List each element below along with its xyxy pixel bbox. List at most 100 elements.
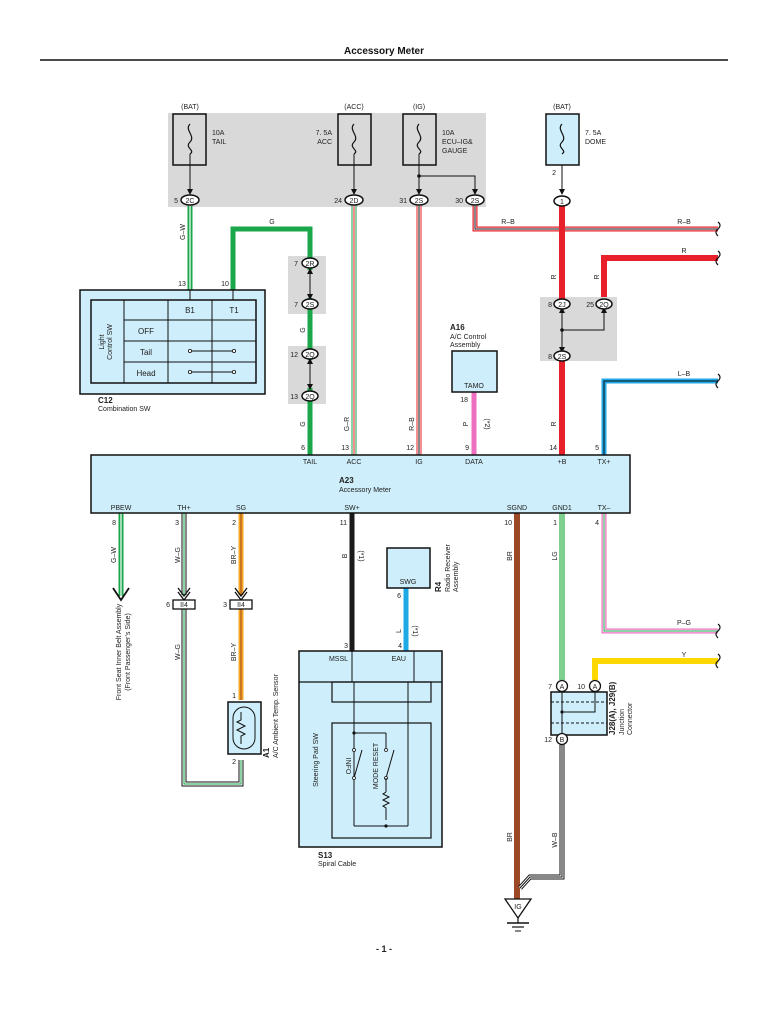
terminal-pin: 11 (340, 520, 347, 527)
svg-text:13: 13 (178, 281, 186, 288)
svg-text:Light: Light (99, 334, 106, 349)
wire-labels: G–W G G G G–R R–B R–B R–B R R R R P (*2)… (111, 219, 691, 848)
svg-text:2S: 2S (558, 354, 567, 361)
fuse-acc: (ACC) 7. 5A ACC (316, 104, 372, 195)
ground-ig: IG (503, 898, 533, 932)
svg-text:5: 5 (174, 198, 178, 205)
terminal-pin: 1 (553, 520, 557, 527)
svg-text:A: A (560, 684, 565, 691)
column-t1: T1 (229, 306, 239, 315)
column-b1: B1 (185, 306, 195, 315)
terminal-label: TX– (598, 505, 611, 512)
junction-left: 7 2R 7 2S 12 2Q 13 2Q (290, 257, 319, 402)
svg-text:R: R (551, 274, 558, 279)
combination-switch: 13 10 B1 T1 OFF Tail Head Light Control … (79, 281, 266, 413)
svg-text:W–G: W–G (175, 644, 182, 660)
svg-text:L: L (396, 629, 403, 633)
svg-text:A/C Ambient Temp. Sensor: A/C Ambient Temp. Sensor (273, 673, 280, 758)
page-title: Accessory Meter (344, 46, 424, 57)
svg-text:10: 10 (221, 281, 229, 288)
wire-r-b-horizontal (472, 206, 718, 232)
svg-text:2: 2 (232, 759, 236, 766)
svg-text:2J: 2J (558, 302, 565, 309)
svg-text:Junction: Junction (619, 709, 626, 735)
svg-text:7: 7 (294, 302, 298, 309)
svg-text:R: R (594, 274, 601, 279)
component-name: Accessory Meter (339, 487, 392, 494)
terminal-label: DATA (465, 459, 483, 466)
component-name: Combination SW (98, 406, 151, 413)
svg-text:R–B: R–B (677, 219, 691, 226)
svg-text:IG: IG (514, 904, 521, 911)
terminal-label: SG (236, 505, 246, 512)
svg-text:2S: 2S (471, 198, 480, 205)
fuse-icon (351, 123, 357, 155)
svg-text:B: B (342, 553, 349, 558)
junction-connector: 7 A 10 A 12 B J28(A), J29(B) Junction Co… (544, 679, 634, 746)
svg-text:J28(A), J29(B): J28(A), J29(B) (608, 681, 617, 735)
svg-text:Spiral Cable: Spiral Cable (318, 861, 356, 868)
svg-text:12: 12 (290, 352, 298, 359)
wire-w-g (181, 513, 244, 787)
wire-r-right (601, 255, 718, 298)
ambient-temp-sensor: 1 2 A1 A/C Ambient Temp. Sensor (227, 673, 280, 766)
fuse-rating: 10A (442, 130, 455, 137)
fuse-source: (ACC) (344, 104, 363, 111)
fuse-rating: 7. 5A (585, 130, 602, 137)
svg-text:10: 10 (577, 684, 585, 691)
wire-g-w-bottom (112, 513, 130, 602)
svg-text:R–B: R–B (409, 417, 416, 431)
component-code: A23 (339, 476, 354, 485)
svg-text:2Q: 2Q (599, 302, 609, 309)
svg-text:BR: BR (507, 832, 514, 842)
svg-text:4: 4 (398, 643, 402, 650)
terminal-pin: 5 (595, 445, 599, 452)
svg-text:P–G: P–G (677, 620, 691, 627)
svg-text:W–G: W–G (175, 547, 182, 563)
thermistor-icon (235, 712, 247, 744)
svg-text:Front Seat Inner Belt Assembly: Front Seat Inner Belt Assembly (116, 603, 123, 700)
terminal-label: IG (415, 459, 422, 466)
svg-text:TAMO: TAMO (464, 383, 484, 390)
svg-text:2C: 2C (186, 198, 195, 205)
front-seat-inner-belt-label: Front Seat Inner Belt Assembly (Front Pa… (116, 603, 132, 700)
terminal-pin: 3 (175, 520, 179, 527)
svg-text:(*2): (*2) (483, 418, 490, 429)
terminal-label: PBEW (111, 505, 132, 512)
terminal-pin: 13 (341, 445, 349, 452)
svg-text:Radio Receiver: Radio Receiver (445, 543, 452, 592)
component-code: C12 (98, 396, 113, 405)
svg-text:G–W: G–W (111, 547, 118, 563)
svg-text:25: 25 (586, 302, 594, 309)
svg-text:2D: 2D (350, 198, 359, 205)
svg-text:A16: A16 (450, 323, 465, 332)
svg-text:BR–Y: BR–Y (231, 546, 238, 565)
svg-text:R: R (551, 421, 558, 426)
connector-2s-30: 30 2S (455, 194, 485, 206)
fuse-name: TAIL (212, 139, 226, 146)
terminal-pin: 8 (112, 520, 116, 527)
svg-text:S13: S13 (318, 851, 333, 860)
svg-text:II4: II4 (237, 602, 245, 609)
terminal-label: TAIL (303, 459, 317, 466)
svg-text:2S: 2S (306, 302, 315, 309)
svg-text:A1: A1 (262, 747, 271, 758)
fuse-panel (168, 113, 486, 207)
fuse-rating: 7. 5A (316, 130, 333, 137)
svg-text:2S: 2S (415, 198, 424, 205)
svg-text:II4: II4 (180, 602, 188, 609)
radio-receiver-assembly: SWG 6 R4 Radio Receiver Assembly (386, 543, 460, 600)
terminal-label: SW+ (344, 505, 359, 512)
connector-2d: 24 2D (334, 194, 364, 206)
svg-text:31: 31 (399, 198, 407, 205)
svg-text:6: 6 (397, 593, 401, 600)
svg-text:G: G (300, 421, 307, 426)
page-number: - 1 - (376, 944, 392, 954)
svg-text:INFO: INFO (344, 758, 351, 775)
wire-l-b (601, 378, 718, 455)
svg-text:12: 12 (544, 737, 552, 744)
svg-text:3: 3 (344, 643, 348, 650)
svg-text:EAU: EAU (392, 656, 406, 663)
svg-text:1: 1 (560, 199, 564, 206)
